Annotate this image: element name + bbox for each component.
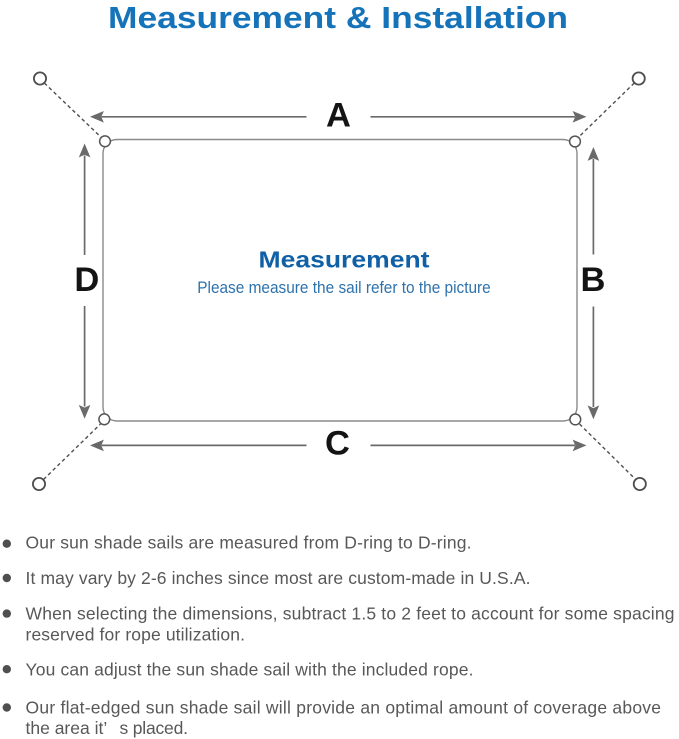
svg-text:the area it’: the area it’ [26,718,108,738]
svg-text:A: A [326,97,351,135]
svg-text:When selecting the dimensions,: When selecting the dimensions, subtract … [26,604,675,624]
svg-text:You can adjust the sun shade s: You can adjust the sun shade sail with t… [26,660,474,680]
svg-text:It may vary by 2-6 inches sinc: It may vary by 2-6 inches since most are… [26,568,531,588]
svg-text:Our sun shade sails are measur: Our sun shade sails are measured from D-… [26,533,472,553]
svg-text:C: C [325,425,350,463]
svg-text:D: D [74,261,99,299]
svg-text:Please measure the sail refer: Please measure the sail refer to the pic… [197,279,491,297]
svg-text:Our flat-edged sun shade sail: Our flat-edged sun shade sail will provi… [26,698,662,718]
svg-text:B: B [581,261,606,299]
svg-text:Measurement: Measurement [259,247,430,273]
svg-text:Measurement & Installation: Measurement & Installation [108,0,568,35]
svg-text:s placed.: s placed. [120,718,189,738]
svg-text:reserved for rope utilization.: reserved for rope utilization. [26,625,246,645]
